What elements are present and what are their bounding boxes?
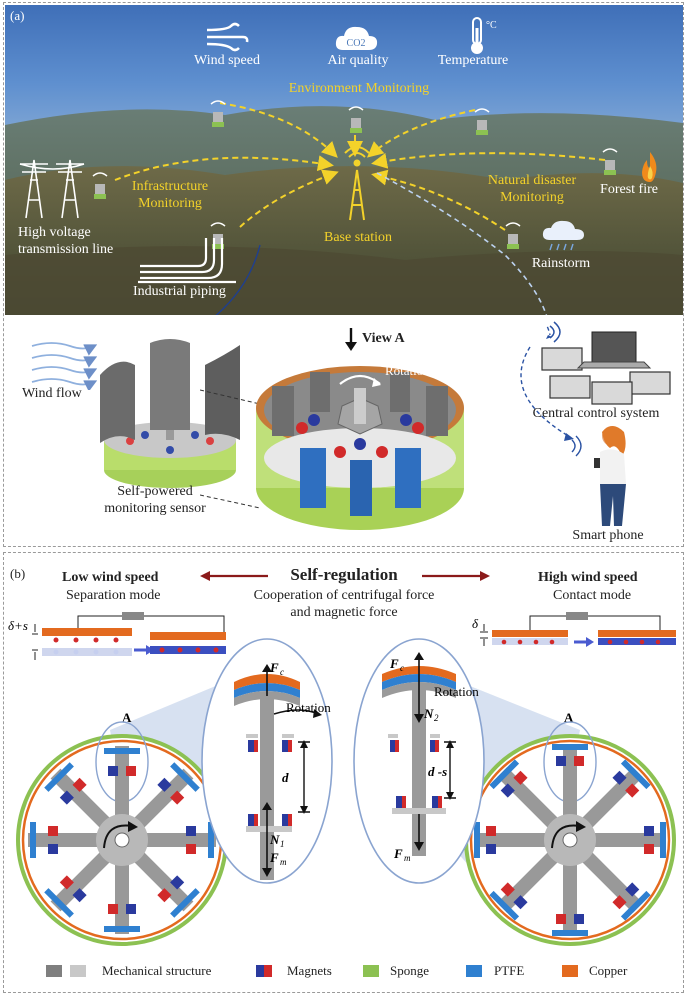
wind-speed-label: Wind speed — [194, 53, 260, 68]
contact-mode-schematic: δ — [472, 612, 676, 647]
legend-label-copper: Copper — [589, 963, 628, 978]
landscape-photo — [5, 5, 683, 315]
legend-swatch-magnet-red — [264, 965, 272, 977]
thermometer-icon: °C — [471, 17, 497, 54]
sensor-node-icon — [92, 172, 108, 199]
zoom-lines — [200, 389, 261, 509]
rotor-high-wind: A — [464, 710, 676, 946]
svg-text:d: d — [282, 770, 289, 785]
transmission-tower-icon — [19, 159, 85, 219]
svg-text:CO2: CO2 — [347, 38, 366, 49]
cloud-co2-icon: CO2 — [335, 26, 378, 50]
separation-mode-schematic: δ+s — [8, 612, 226, 660]
panel-a — [3, 2, 684, 547]
sensor-node-icon — [348, 106, 364, 133]
svg-text:c: c — [280, 667, 284, 677]
central-control-label: Central control system — [532, 406, 660, 421]
svg-text:F: F — [393, 846, 403, 861]
red-arrows — [200, 571, 490, 581]
sensor-node-icon — [505, 222, 521, 249]
svg-text:A: A — [564, 710, 574, 725]
environment-monitoring-label: Environment Monitoring — [288, 81, 430, 96]
svg-text:δ+s: δ+s — [8, 618, 28, 633]
wind-flow-icon — [31, 342, 98, 390]
wind-flow-label: Wind flow — [22, 386, 82, 401]
legend-label-sponge: Sponge — [390, 963, 429, 978]
legend-swatch-mechanical-dark — [46, 965, 62, 977]
separation-mode-label: Separation mode — [66, 588, 161, 603]
view-a-arrow-icon — [345, 328, 357, 351]
rain-cloud-icon — [542, 220, 584, 251]
svg-text:F: F — [389, 656, 399, 671]
svg-text:δ: δ — [472, 616, 479, 631]
fire-icon — [642, 152, 657, 182]
svg-text:m: m — [404, 853, 411, 863]
high-wind-label: High wind speed — [538, 570, 638, 585]
industrial-piping-icon — [138, 238, 236, 284]
data-link-arrows — [520, 325, 574, 441]
view-a-label: View A — [362, 331, 405, 346]
legend-label-mechanical: Mechanical structure — [102, 963, 212, 978]
legend-swatch-mechanical-light — [70, 965, 86, 977]
svg-text:°C: °C — [486, 20, 497, 31]
svg-text:m: m — [280, 857, 287, 867]
legend-label-magnets: Magnets — [287, 963, 332, 978]
generator-view-a: Rotation — [256, 363, 464, 530]
svg-text:F: F — [269, 850, 279, 865]
network-arrows — [114, 102, 606, 315]
legend-swatch-sponge — [363, 965, 379, 977]
svg-text:1: 1 — [280, 839, 285, 849]
air-quality-label: Air quality — [327, 53, 389, 68]
legend-swatch-copper — [562, 965, 578, 977]
legend-swatch-ptfe — [466, 965, 482, 977]
sensor-node-icon — [474, 108, 490, 135]
svg-text:N: N — [269, 832, 280, 847]
legend-label-ptfe: PTFE — [494, 963, 525, 978]
svg-text:c: c — [400, 663, 404, 673]
panel-b — [3, 552, 684, 993]
panel-a-label: (a) — [10, 8, 25, 23]
sensor-node-icon — [210, 222, 226, 249]
svg-text:d -s: d -s — [428, 764, 447, 779]
svg-text:F: F — [269, 660, 279, 675]
wind-icon — [206, 22, 249, 52]
low-wind-label: Low wind speed — [62, 570, 159, 585]
legend-swatch-magnet-blue — [256, 965, 264, 977]
smart-phone-label: Smart phone — [572, 528, 644, 543]
svg-text:N: N — [423, 706, 434, 721]
self-regulation-label: Self-regulation — [290, 565, 398, 584]
base-station-label: Base station — [323, 230, 393, 245]
central-control-icon — [541, 321, 671, 405]
wind-turbine-sensor — [100, 339, 240, 488]
svg-text:A: A — [122, 710, 132, 725]
forest-fire-label: Forest fire — [600, 182, 658, 197]
rainstorm-label: Rainstorm — [531, 256, 591, 271]
rotor-low-wind: A — [16, 710, 228, 946]
industrial-piping-label: Industrial piping — [133, 284, 226, 299]
spoke-detail-high-wind: F c N 2 Rotation d -s F m — [353, 638, 485, 884]
base-station-tower-icon — [344, 146, 370, 221]
spoke-detail-low-wind: F c Rotation d N 1 F m — [201, 638, 333, 884]
svg-text:Rotation: Rotation — [385, 363, 430, 378]
smartphone-user-icon — [571, 426, 626, 526]
svg-text:Rotation: Rotation — [434, 684, 479, 699]
sensor-node-icon — [602, 148, 618, 175]
svg-text:2: 2 — [434, 713, 439, 723]
temperature-label: Temperature — [437, 53, 509, 68]
contact-mode-label: Contact mode — [553, 588, 632, 603]
panel-b-label: (b) — [10, 566, 26, 581]
sensor-node-icon — [210, 100, 226, 127]
svg-text:Rotation: Rotation — [286, 700, 331, 715]
